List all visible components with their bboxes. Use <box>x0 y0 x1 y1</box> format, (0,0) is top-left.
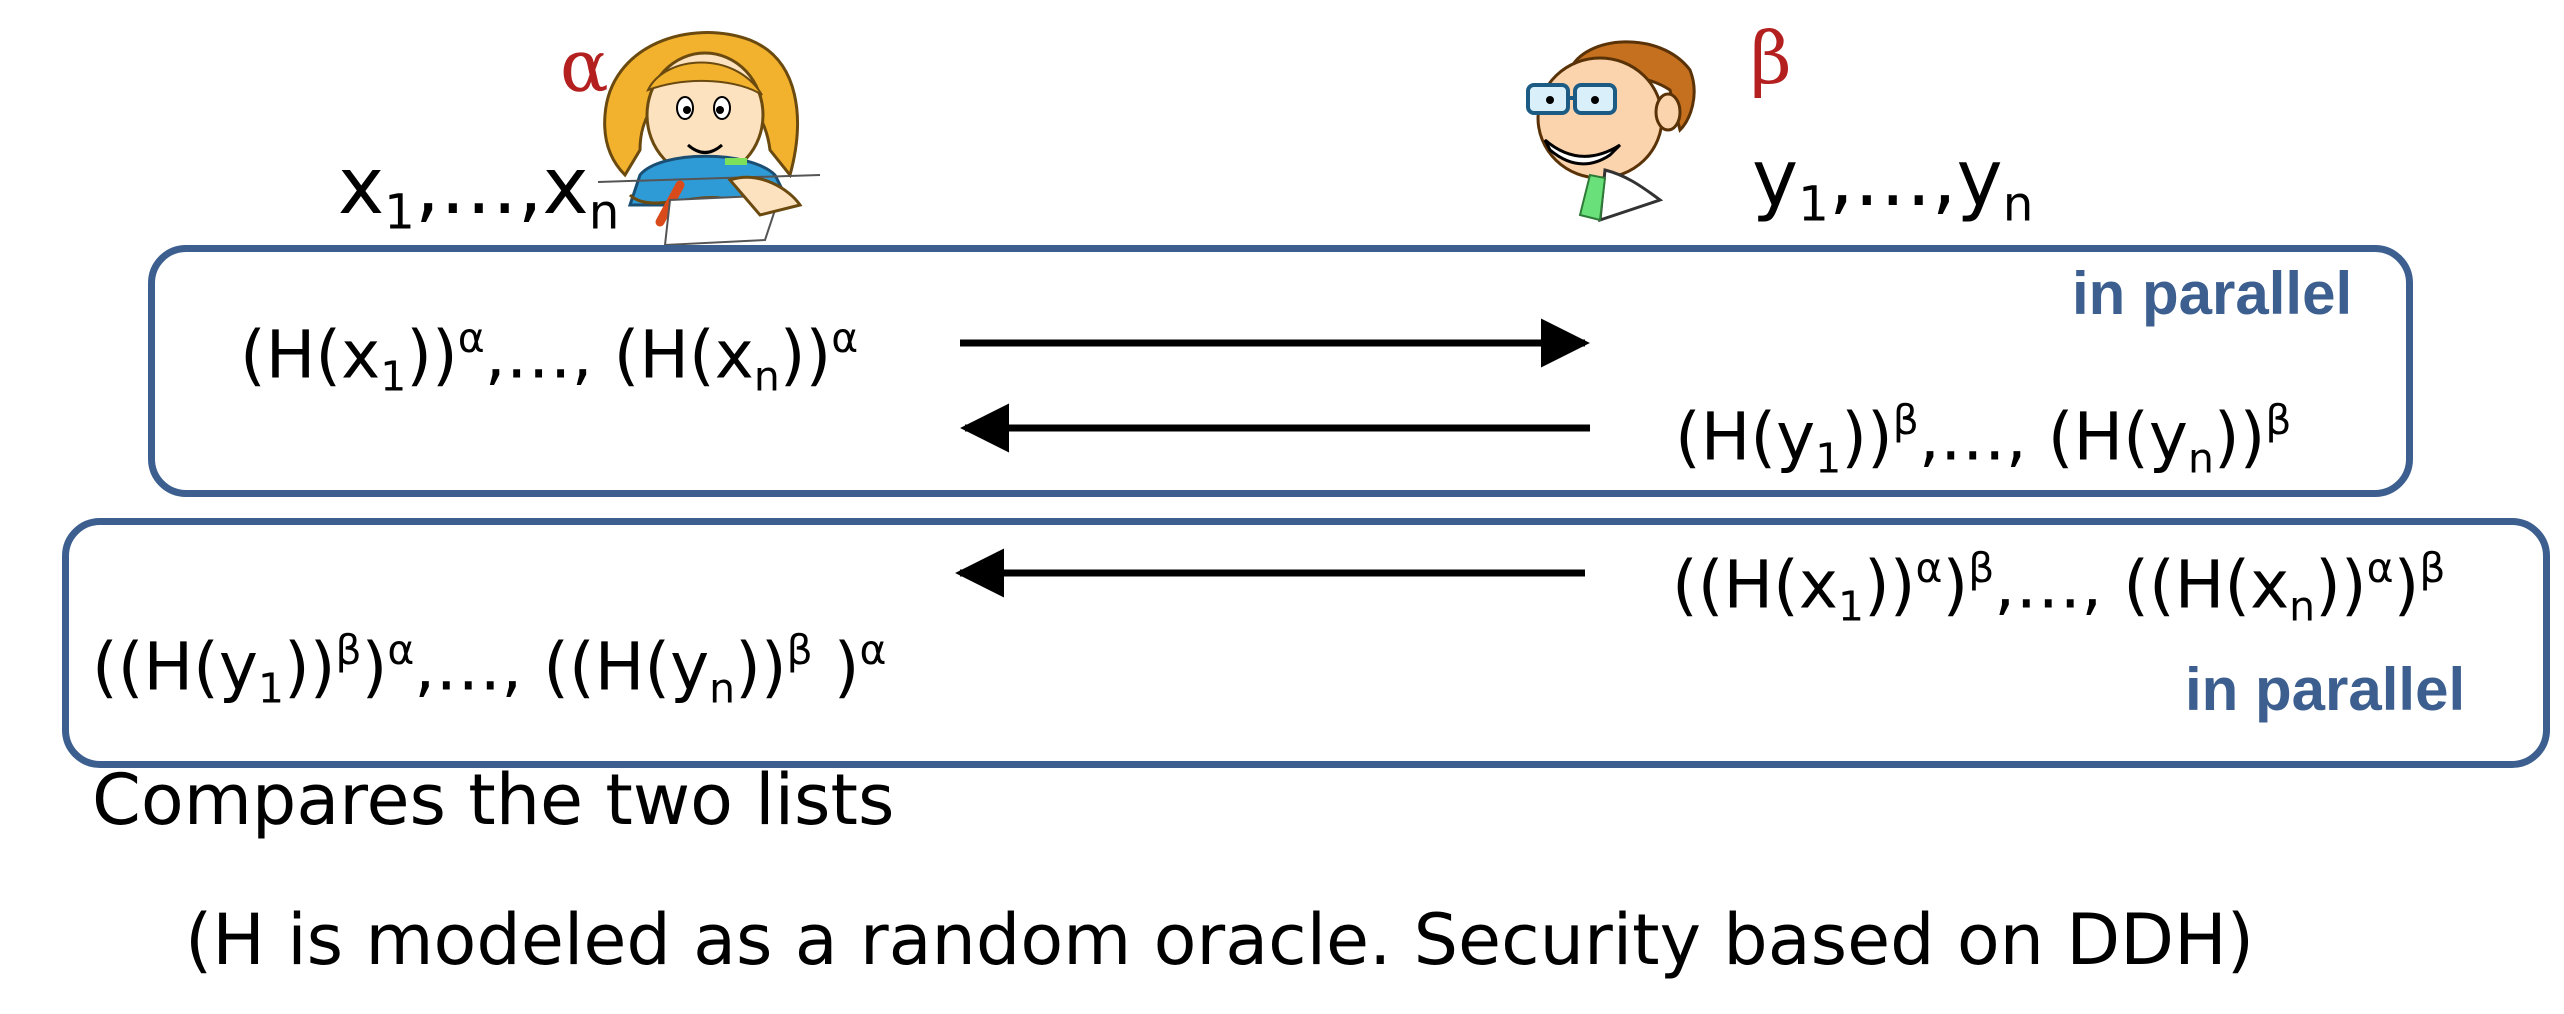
bob-cartoon-icon <box>1526 40 1696 223</box>
round1-bob-message: (H(y1))β,…, (H(yn))β <box>1675 396 2292 483</box>
footnote: (H is modeled as a random oracle. Securi… <box>185 899 2255 981</box>
bob-secret-beta: β <box>1750 16 1792 100</box>
round1-alice-message: (H(x1))α,…, (H(xn))α <box>240 314 859 401</box>
compare-text: Compares the two lists <box>92 759 895 841</box>
round2-alice-message: ((H(y1))β)α,…, ((H(yn))β )α <box>92 626 887 713</box>
round1-parallel-label: in parallel <box>2072 260 2353 327</box>
alice-secret-alpha: α <box>560 24 609 108</box>
round2-bob-message: ((H(x1))α)β,…, ((H(xn))α)β <box>1672 544 2446 631</box>
alice-cartoon-icon <box>597 31 821 247</box>
alice-input-list: x1,…,xn <box>338 142 620 241</box>
round2-parallel-label: in parallel <box>2185 656 2466 723</box>
bob-input-list: y1,…,yn <box>1752 134 2034 233</box>
round1-box <box>148 245 2413 497</box>
round2-box <box>62 518 2550 768</box>
